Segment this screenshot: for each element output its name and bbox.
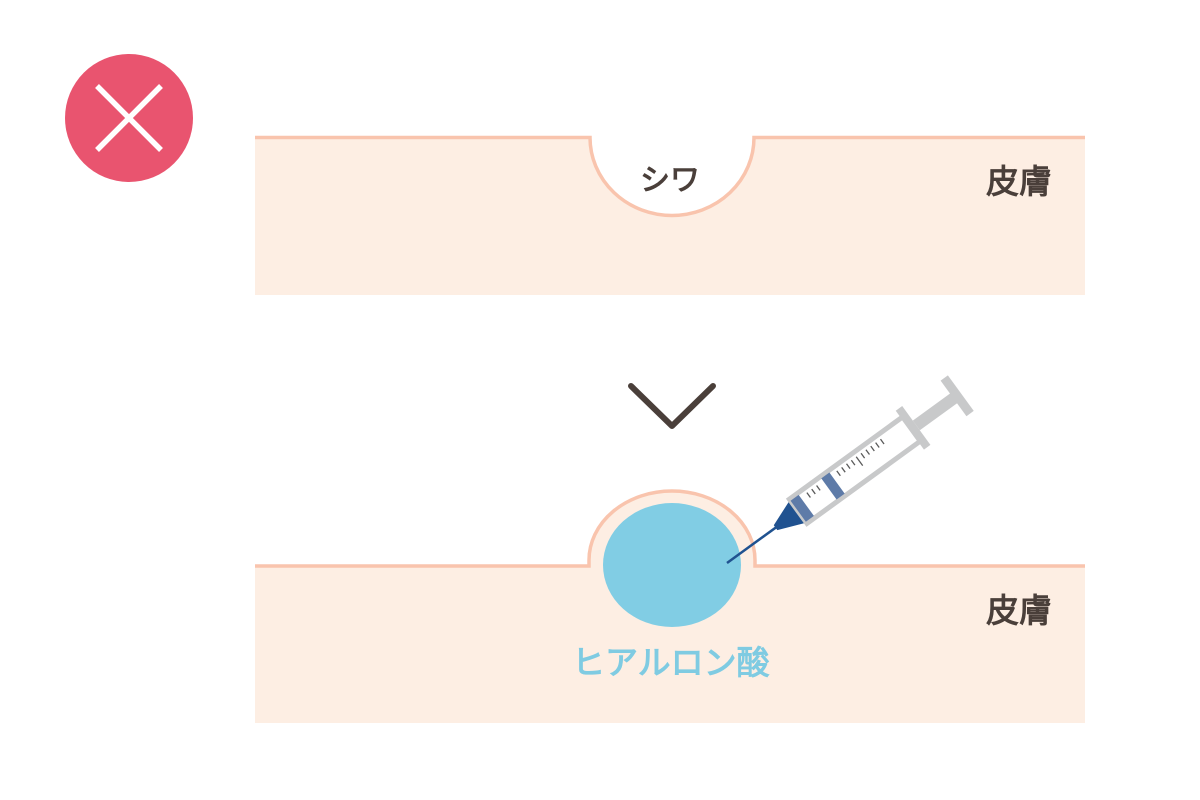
hyaluronic-acid-label: ヒアルロン酸 bbox=[572, 643, 770, 682]
skin-label-bottom: 皮膚 bbox=[986, 591, 1052, 630]
skin-label-top: 皮膚 bbox=[986, 162, 1052, 201]
wrinkle-label: シワ bbox=[640, 163, 700, 198]
hyaluronic-acid-blob bbox=[603, 503, 741, 627]
top-skin-panel bbox=[255, 135, 1085, 295]
syringe-icon bbox=[726, 375, 974, 565]
cross-icon bbox=[65, 54, 193, 182]
chevron-down-icon bbox=[628, 383, 716, 429]
